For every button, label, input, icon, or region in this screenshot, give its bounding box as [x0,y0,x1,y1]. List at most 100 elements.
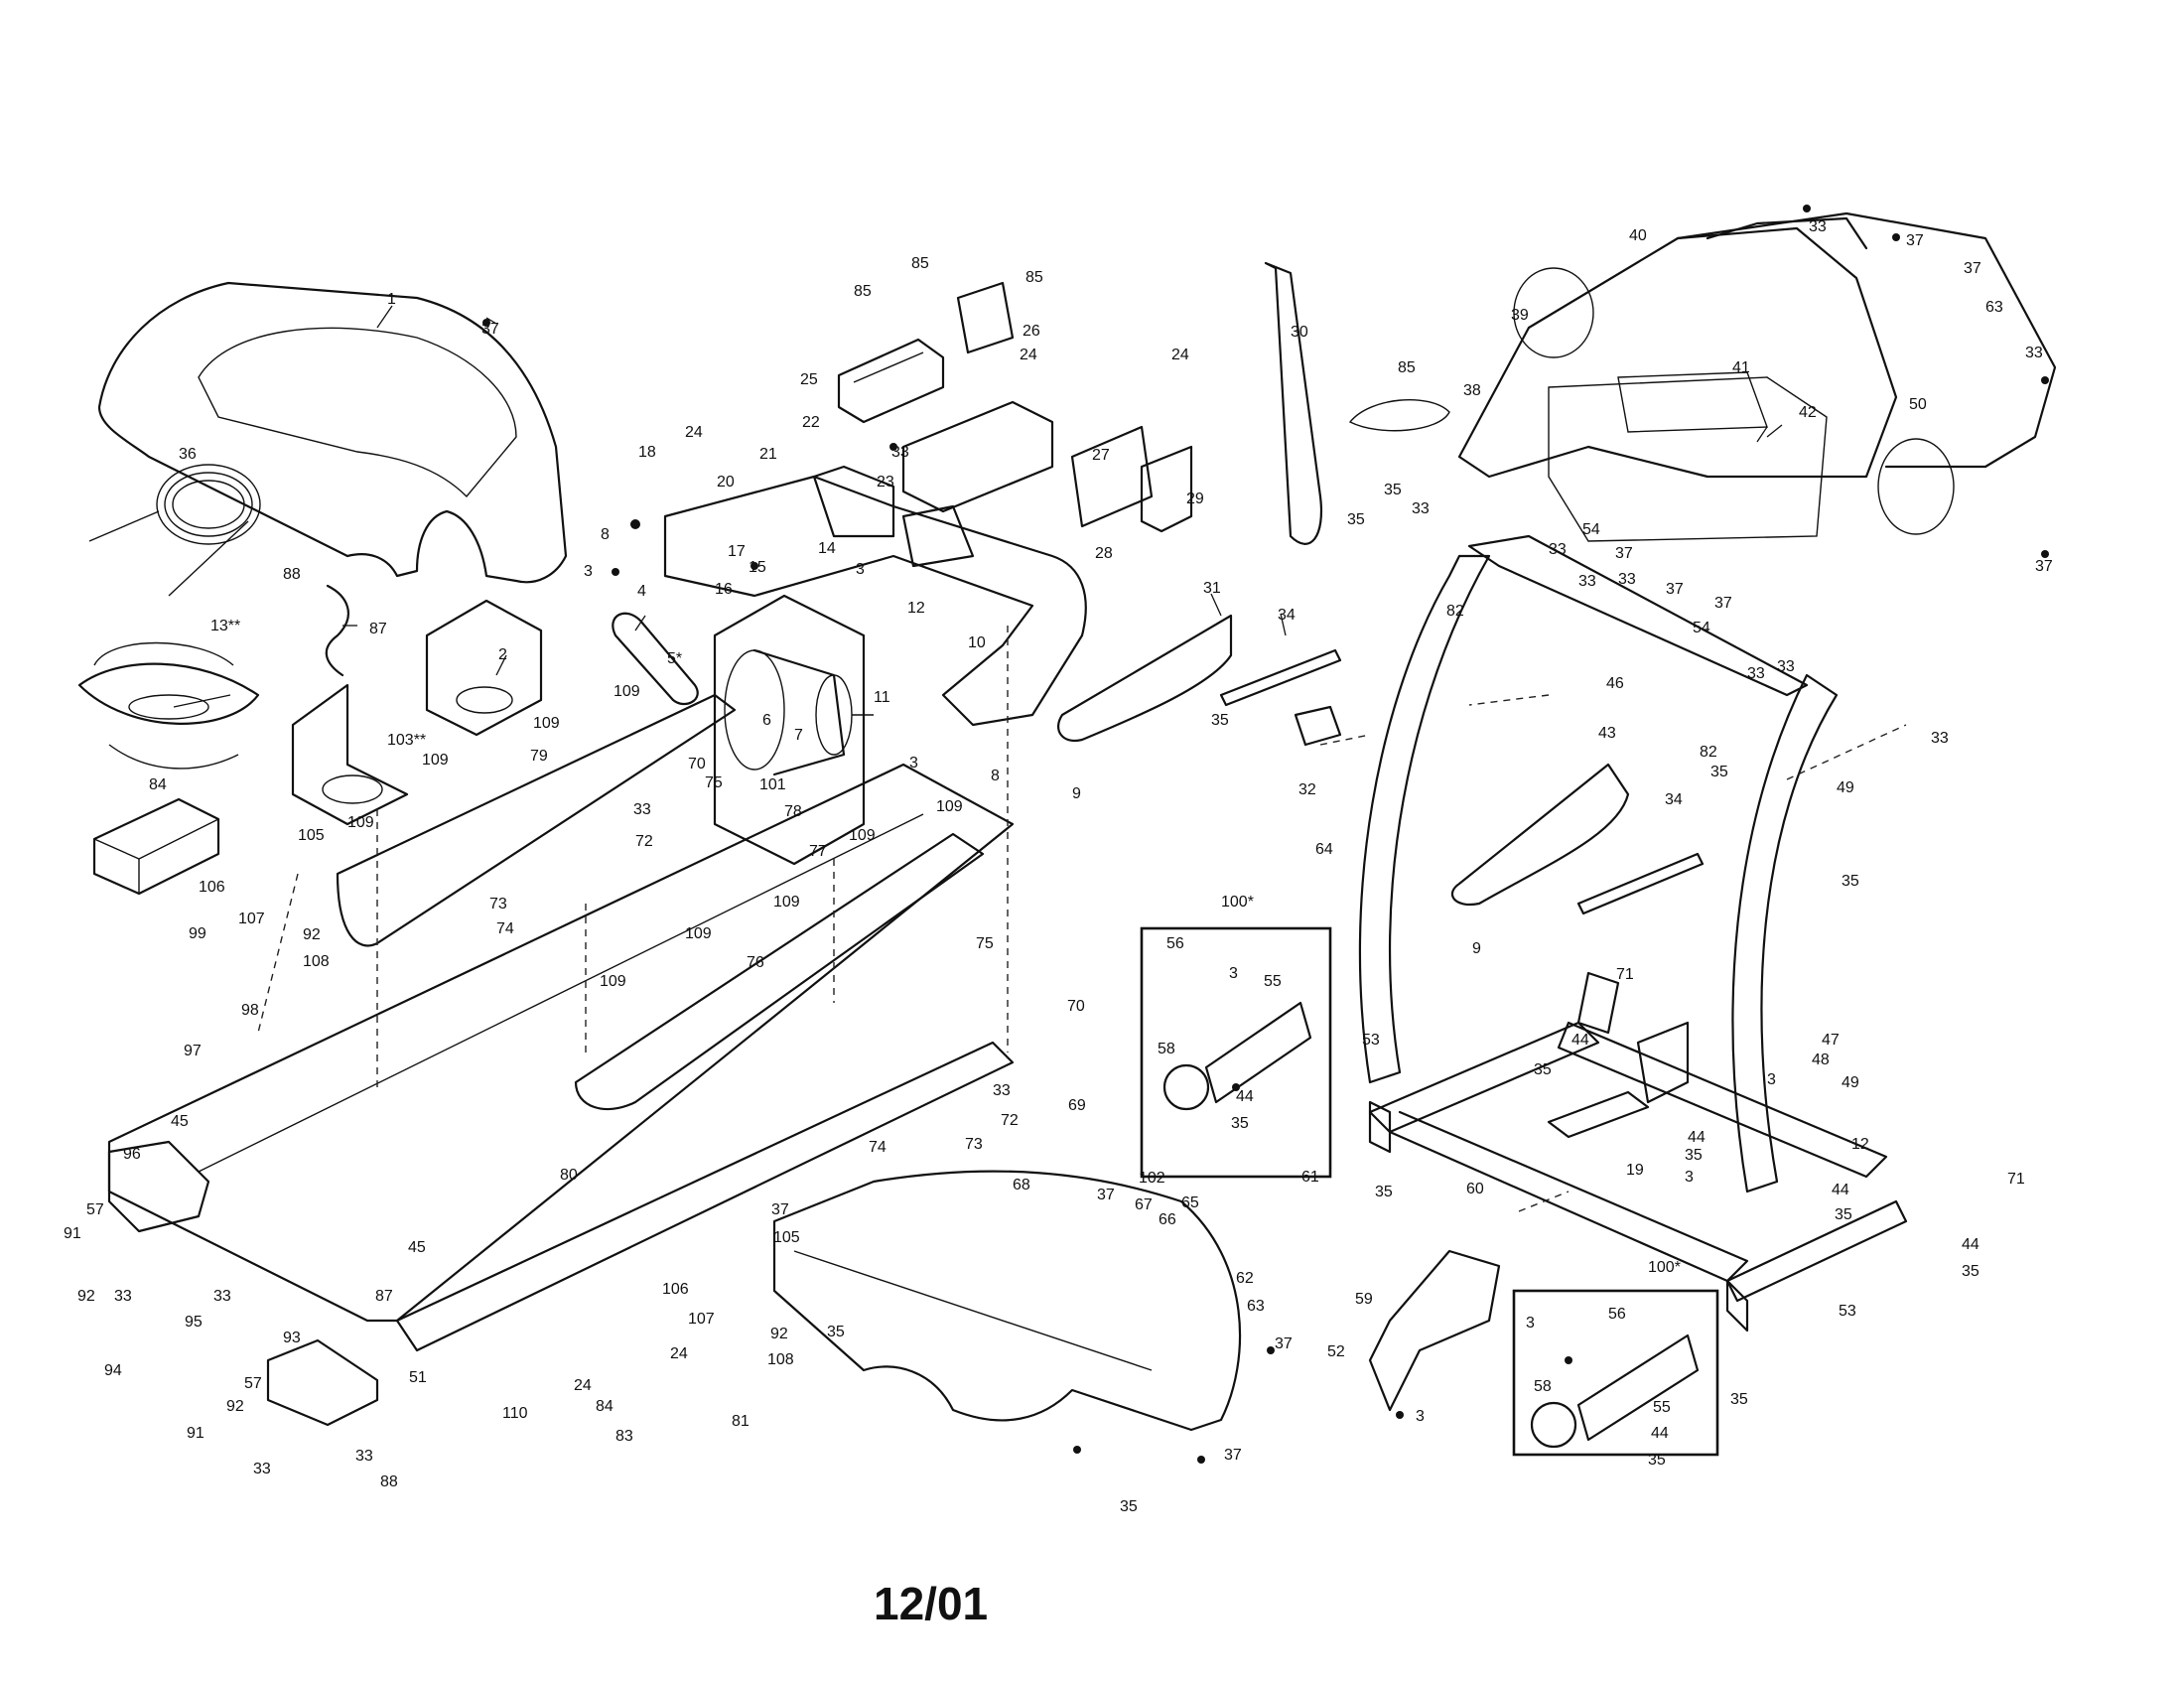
callout-79: 79 [530,748,548,765]
callout-33e: 33 [2025,345,2043,361]
callout-102: 102 [1139,1170,1165,1187]
callout-37c: 37 [1615,545,1633,562]
callout-48: 48 [1812,1052,1830,1068]
fasteners [482,205,2049,1464]
callout-71a: 71 [1616,966,1634,983]
callout-33k: 33 [1777,658,1795,675]
callout-35e: 35 [1842,873,1859,890]
callout-110: 110 [502,1405,528,1422]
callout-13: 13** [210,618,240,634]
callout-3g: 3 [1526,1315,1535,1332]
callout-95: 95 [185,1314,203,1331]
callout-12a: 12 [907,600,925,617]
callout-44b: 44 [1236,1088,1254,1105]
callout-57b: 57 [244,1375,262,1392]
callout-98: 98 [241,1002,259,1019]
callout-91b: 91 [187,1425,205,1442]
callout-8a: 8 [601,526,610,543]
callout-3h: 3 [1416,1408,1425,1425]
callout-105a: 105 [298,827,325,844]
callout-85b: 85 [911,255,929,272]
callout-4: 4 [637,583,646,600]
callout-35h: 35 [1685,1147,1703,1164]
callout-38: 38 [1463,382,1481,399]
callout-78: 78 [784,803,802,820]
callout-109c: 109 [422,752,449,769]
callout-37a: 37 [1906,232,1924,249]
drive-motor [713,594,874,866]
callout-18: 18 [638,444,656,461]
callout-36: 36 [179,446,197,463]
callout-47: 47 [1822,1032,1840,1049]
video-tape [92,797,220,896]
callout-64: 64 [1315,841,1333,858]
callout-27: 27 [1092,447,1110,464]
callout-33p: 33 [253,1461,271,1477]
callout-74b: 74 [869,1139,887,1156]
callout-29: 29 [1186,491,1204,507]
callout-72b: 72 [1001,1112,1019,1129]
callout-65: 65 [1181,1194,1199,1211]
callout-49a: 49 [1842,1074,1859,1091]
end-cap-96 [107,1140,210,1233]
callout-93: 93 [283,1330,301,1346]
controller-board [1070,425,1193,533]
tube-34-upper [1219,648,1342,707]
callout-33h: 33 [1578,573,1596,590]
callout-1: 1 [387,291,396,308]
callout-109i: 109 [600,973,626,990]
callout-109a: 109 [533,715,560,732]
callout-63b: 63 [1985,299,2003,316]
motor-mount [663,465,1087,727]
callout-92b: 92 [226,1398,244,1415]
callout-54a: 54 [1582,521,1600,538]
callout-3b: 3 [856,561,865,578]
callout-59: 59 [1355,1291,1373,1308]
callout-3a: 3 [584,563,593,580]
callout-39: 39 [1511,307,1529,324]
callout-24a: 24 [685,424,703,441]
callout-62: 62 [1236,1270,1254,1287]
callout-99: 99 [189,925,206,942]
callout-42: 42 [1799,404,1817,421]
motor-hood [97,281,568,584]
callout-57a: 57 [86,1201,104,1218]
callout-34a: 34 [1278,607,1296,624]
pivot-32 [1294,705,1342,747]
callout-33a: 33 [891,444,909,461]
callout-75b: 75 [976,935,994,952]
callout-44d: 44 [1832,1182,1849,1198]
callout-72a: 72 [635,833,653,850]
callout-41: 41 [1732,359,1750,376]
callout-49b: 49 [1837,779,1854,796]
callout-37f: 37 [2035,558,2053,575]
callout-44a: 44 [1571,1032,1589,1049]
callout-20: 20 [717,474,735,491]
callout-40: 40 [1629,227,1647,244]
callout-100a: 100* [1221,894,1254,911]
callout-53b: 53 [1839,1303,1856,1320]
transformer-26 [956,281,1015,354]
date-stamp: 12/01 [874,1578,989,1629]
callout-33c: 33 [993,1082,1011,1099]
callout-88: 88 [380,1474,398,1490]
callout-80: 80 [560,1167,578,1184]
footrail-79 [336,693,737,947]
callout-35i: 35 [1835,1206,1852,1223]
footrail-76 [574,832,985,1111]
callout-108a: 108 [303,953,330,970]
callout-68: 68 [1013,1177,1030,1193]
callout-56a: 56 [1166,935,1184,952]
callout-73a: 73 [489,896,507,912]
callout-69: 69 [1068,1097,1086,1114]
callout-35c: 35 [1211,712,1229,729]
callout-45b: 45 [408,1239,426,1256]
callout-15: 15 [749,559,766,576]
callout-12b: 12 [1851,1136,1869,1153]
callout-24e: 24 [670,1345,688,1362]
callout-33g: 33 [1549,541,1567,558]
callout-26: 26 [1023,323,1040,340]
callout-85a: 85 [854,283,872,300]
callout-33n: 33 [114,1288,132,1305]
callout-55b: 55 [1653,1399,1671,1416]
